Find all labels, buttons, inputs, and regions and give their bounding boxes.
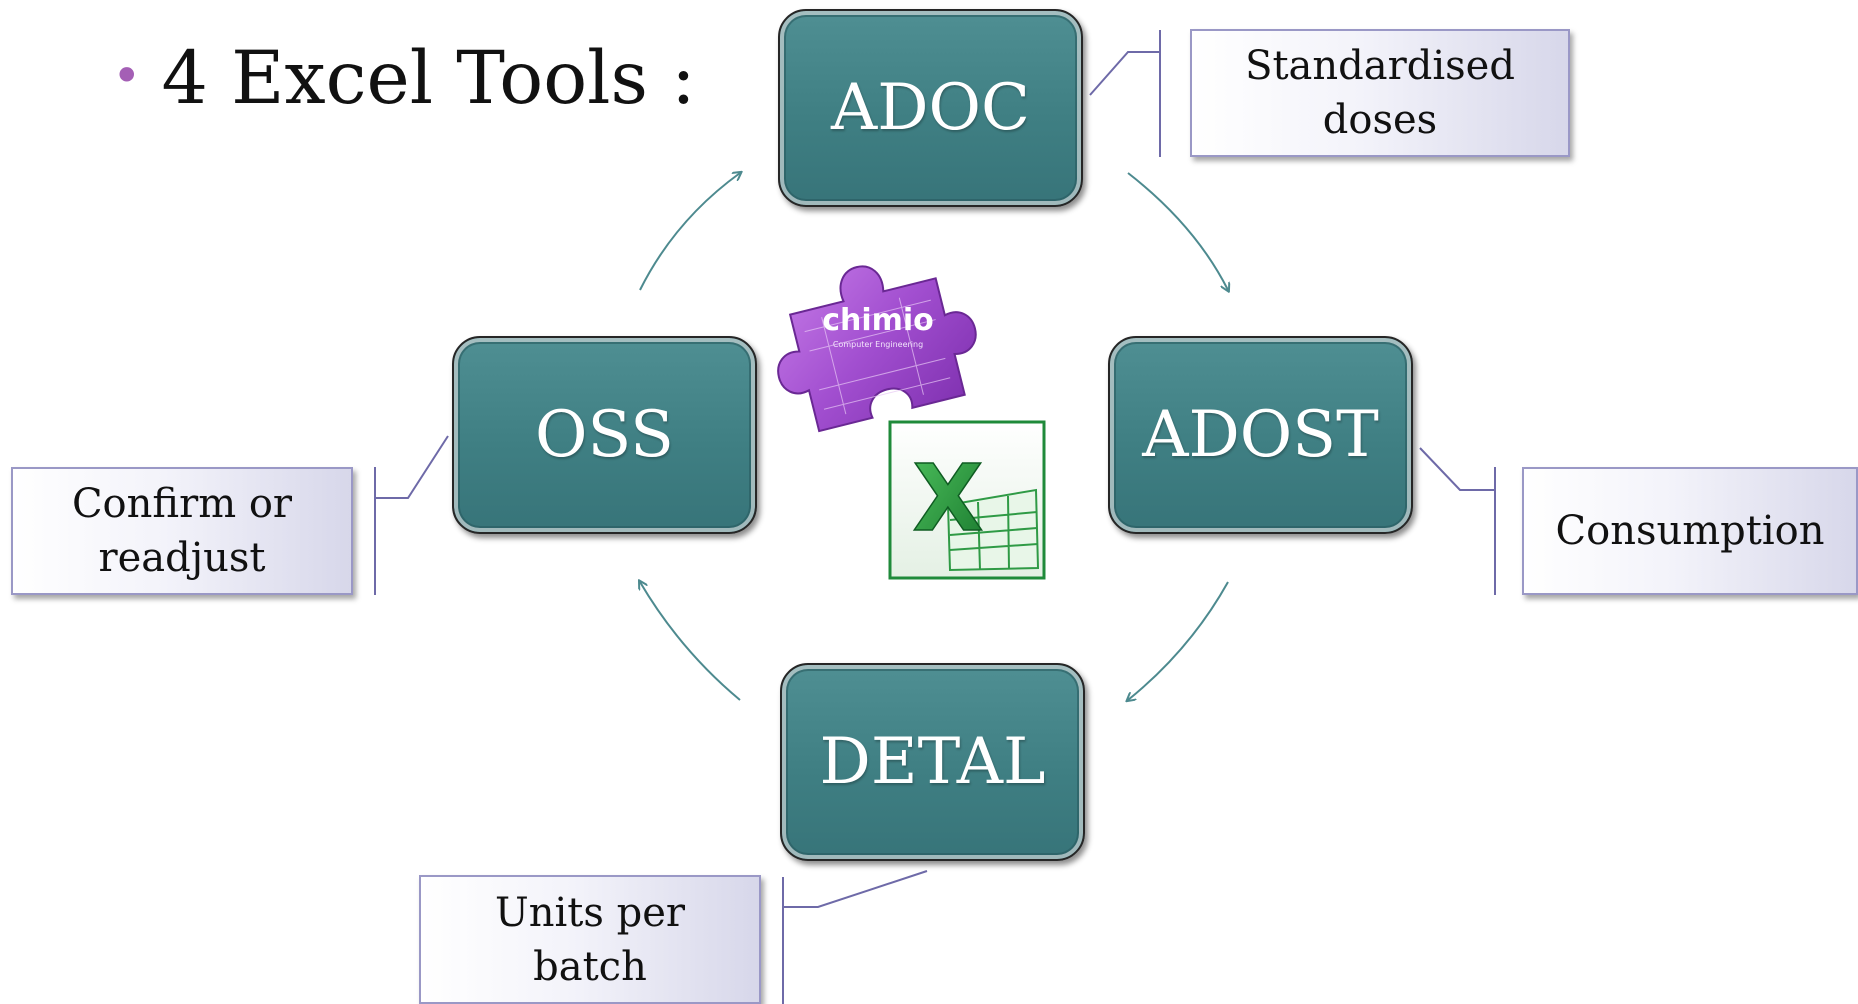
puzzle-brand-text: chimio bbox=[822, 303, 934, 338]
arrow-detal-to-oss bbox=[640, 582, 741, 701]
excel-icon: X bbox=[888, 420, 1046, 580]
chimio-logo: chimio Computer Engineering bbox=[760, 255, 990, 435]
leader-bottom bbox=[783, 870, 928, 908]
callout-confirm-or-readjust: Confirm or readjust bbox=[11, 467, 353, 595]
slide-heading: •4 Excel Tools : bbox=[112, 42, 696, 115]
callout-consumption: Consumption bbox=[1522, 467, 1858, 595]
node-oss: OSS bbox=[452, 336, 757, 534]
node-adoc: ADOC bbox=[778, 9, 1083, 207]
leader-left bbox=[375, 435, 449, 499]
arrow-oss-to-adoc bbox=[639, 173, 740, 291]
arrow-adost-to-detal bbox=[1128, 581, 1229, 700]
puzzle-tagline-text: Computer Engineering bbox=[833, 340, 923, 349]
callout-standardised-doses: Standardised doses bbox=[1190, 29, 1570, 157]
bullet-icon: • bbox=[112, 47, 142, 105]
excel-letter: X bbox=[913, 445, 984, 552]
node-detal: DETAL bbox=[780, 663, 1085, 861]
puzzle-piece-icon: chimio Computer Engineering bbox=[777, 265, 977, 433]
arrow-adoc-to-adost bbox=[1127, 172, 1228, 290]
callout-units-per-batch: Units per batch bbox=[419, 875, 761, 1004]
heading-text: 4 Excel Tools : bbox=[161, 36, 696, 121]
node-adost: ADOST bbox=[1108, 336, 1413, 534]
leader-right bbox=[1419, 447, 1495, 491]
excel-logo: X bbox=[888, 420, 1046, 580]
leader-top bbox=[1089, 51, 1160, 96]
